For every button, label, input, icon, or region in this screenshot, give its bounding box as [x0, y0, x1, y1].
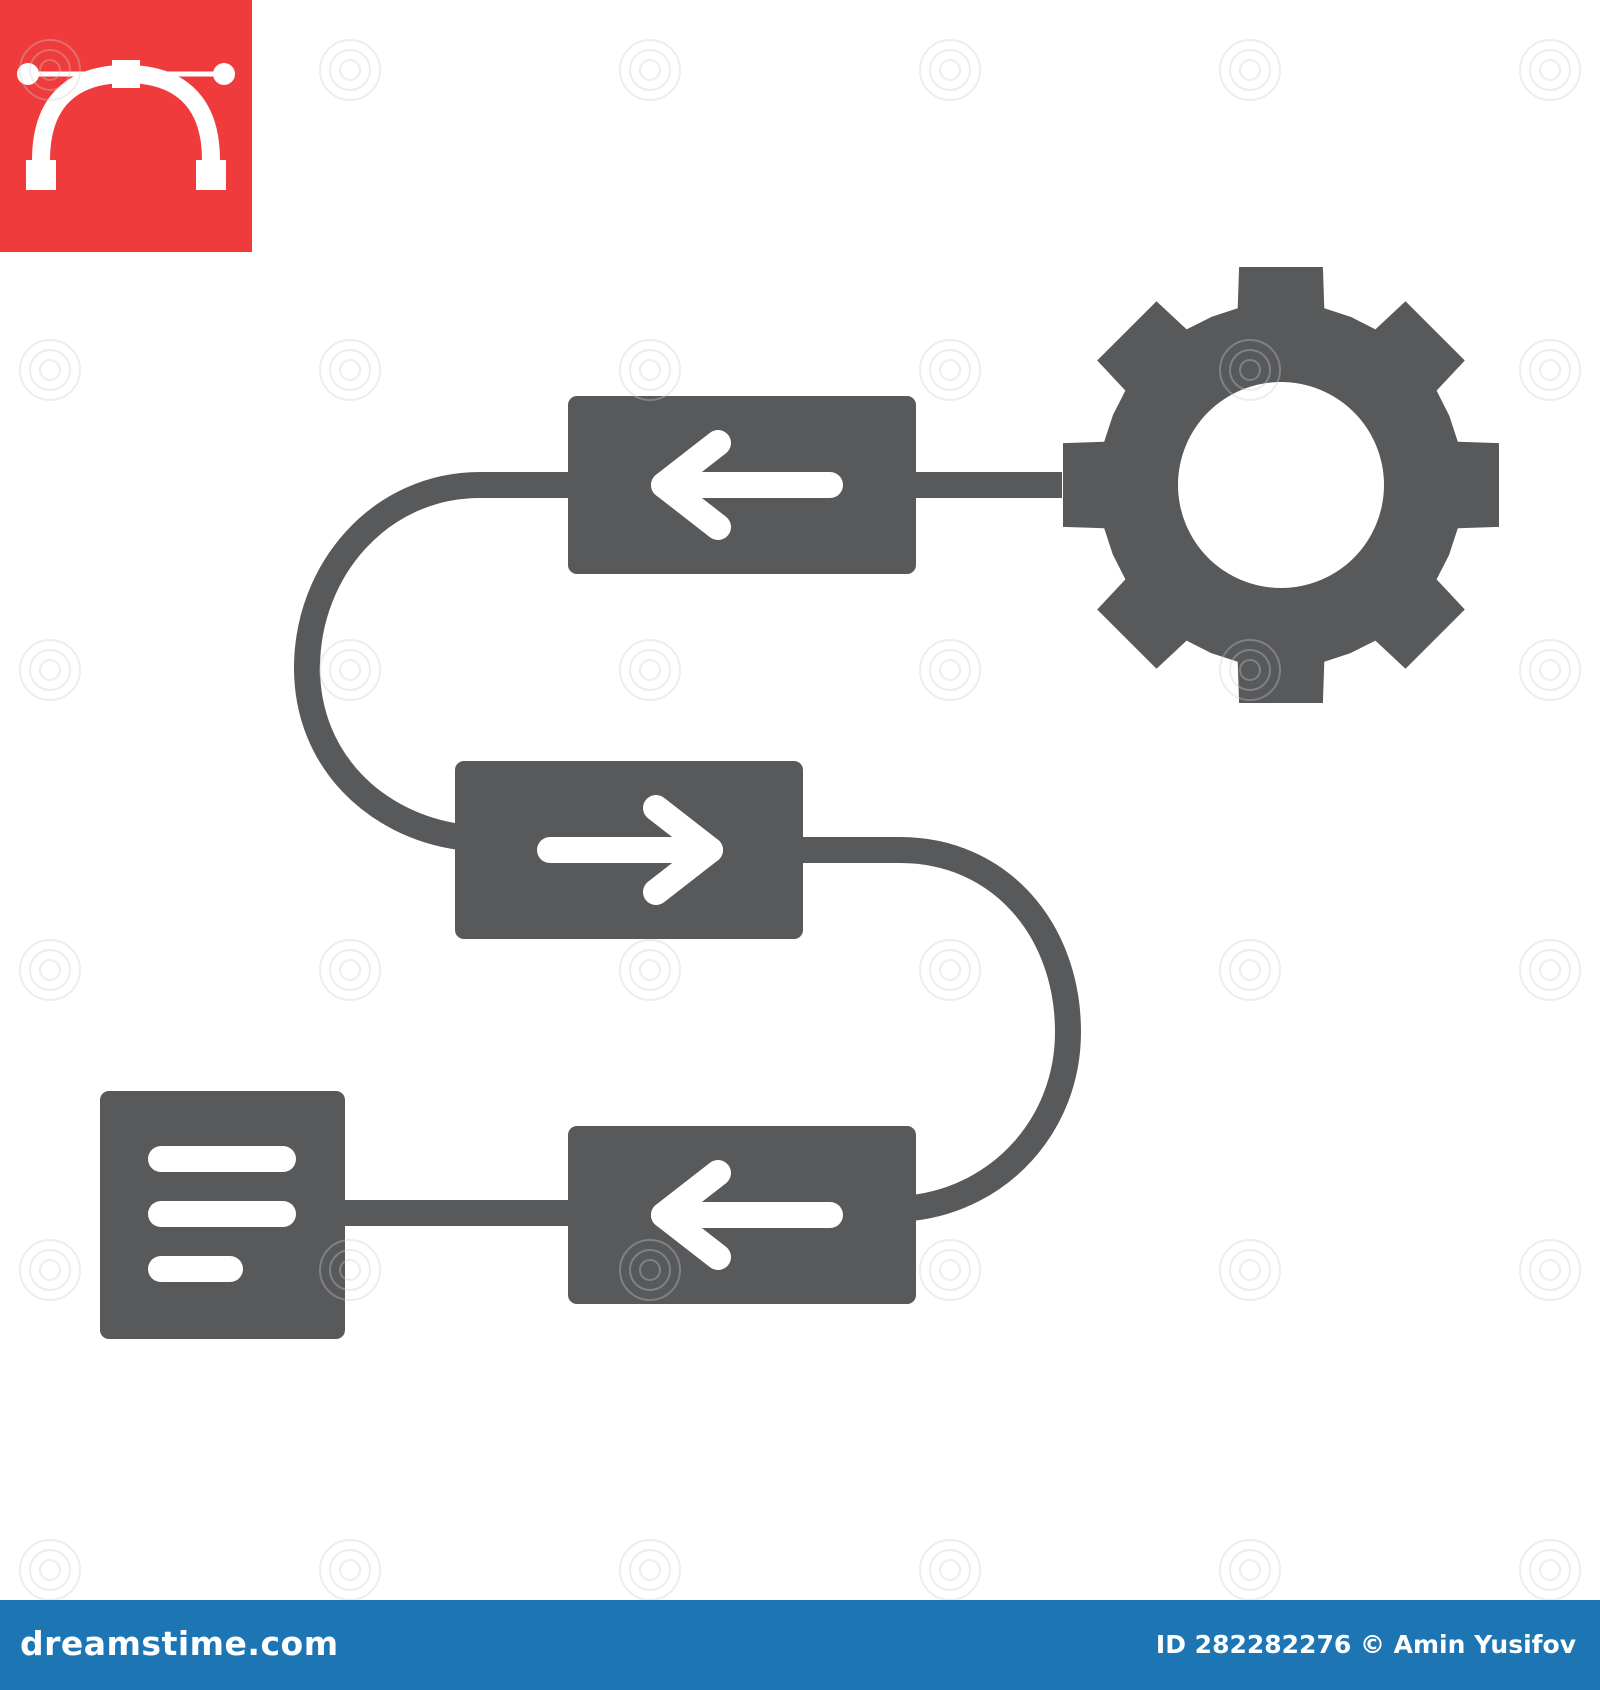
- document-lines-icon: [100, 1091, 345, 1339]
- workflow-diagram: [100, 267, 1499, 1339]
- process-box-top: [568, 396, 916, 574]
- site-name: dreamstime.com: [20, 1624, 339, 1663]
- image-credit: ID 282282276 © Amin Yusifov: [1155, 1630, 1576, 1659]
- connector-box2-box3: [800, 837, 1082, 1221]
- footer-bar: dreamstime.com ID 282282276 © Amin Yusif…: [0, 1600, 1600, 1690]
- connector-box1-box2: [293, 472, 570, 850]
- connector-lines: [293, 472, 1082, 1226]
- process-box-bottom: [568, 1126, 916, 1304]
- process-box-middle: [455, 761, 803, 939]
- arrow-left-icon: [651, 1160, 843, 1270]
- arrow-left-icon: [651, 430, 843, 540]
- vector-format-badge: [0, 0, 252, 252]
- gear-icon: [1063, 267, 1499, 703]
- bezier-curve-icon: [17, 60, 235, 190]
- arrow-right-icon: [537, 795, 723, 905]
